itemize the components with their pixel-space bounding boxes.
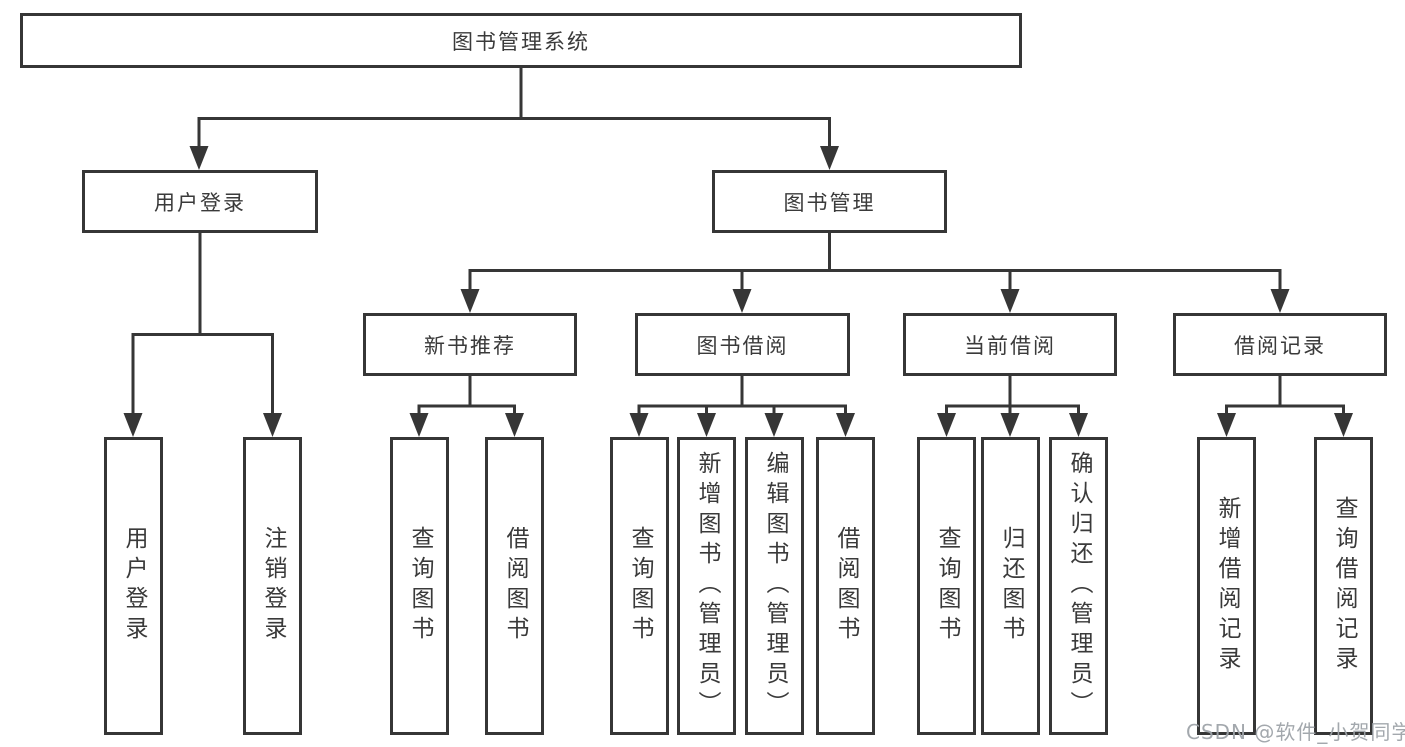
leaf-recommend-query-book: 查询图书 — [390, 437, 449, 735]
csdn-watermark: CSDN @软件_小贺同学 — [1186, 720, 1405, 744]
node-current-borrow: 当前借阅 — [903, 313, 1117, 376]
node-book-borrow-label: 图书借阅 — [696, 333, 789, 358]
node-borrow-record: 借阅记录 — [1173, 313, 1387, 376]
node-root: 图书管理系统 — [20, 13, 1022, 68]
leaf-edit-book-admin: 编辑图书（管理员） — [745, 437, 804, 735]
leaf-borrow-book: 借阅图书 — [816, 437, 875, 735]
leaf-add-borrow-record-label: 新增借阅记录 — [1214, 496, 1240, 676]
leaf-query-borrow-record: 查询借阅记录 — [1314, 437, 1373, 735]
node-book-mgmt-label: 图书管理 — [783, 190, 876, 215]
leaf-add-book-admin-label: 新增图书（管理员） — [694, 451, 720, 721]
leaf-current-query-book-label: 查询图书 — [934, 526, 960, 646]
node-user-login: 用户登录 — [82, 170, 318, 233]
leaf-recommend-borrow-book: 借阅图书 — [485, 437, 544, 735]
node-borrow-record-label: 借阅记录 — [1234, 333, 1326, 358]
node-book-mgmt: 图书管理 — [712, 170, 947, 233]
leaf-borrow-query-book: 查询图书 — [610, 437, 669, 735]
leaf-current-query-book: 查询图书 — [917, 437, 976, 735]
leaf-return-book-label: 归还图书 — [998, 526, 1024, 646]
leaf-logout: 注销登录 — [243, 437, 302, 735]
leaf-logout-label: 注销登录 — [260, 526, 286, 646]
leaf-confirm-return-admin: 确认归还（管理员） — [1049, 437, 1108, 735]
arrowhead-icons — [123, 146, 1353, 437]
leaf-borrow-query-book-label: 查询图书 — [627, 526, 653, 646]
node-new-book-recommend: 新书推荐 — [363, 313, 577, 376]
leaf-add-borrow-record: 新增借阅记录 — [1197, 437, 1256, 735]
leaf-borrow-book-label: 借阅图书 — [833, 526, 859, 646]
leaf-user-login: 用户登录 — [104, 437, 163, 735]
node-new-book-recommend-label: 新书推荐 — [424, 333, 516, 358]
leaf-recommend-query-book-label: 查询图书 — [407, 526, 433, 646]
node-book-borrow: 图书借阅 — [635, 313, 850, 376]
node-user-login-label: 用户登录 — [154, 190, 246, 215]
leaf-add-book-admin: 新增图书（管理员） — [677, 437, 736, 735]
node-current-borrow-label: 当前借阅 — [964, 333, 1056, 358]
leaf-query-borrow-record-label: 查询借阅记录 — [1331, 496, 1357, 676]
leaf-confirm-return-admin-label: 确认归还（管理员） — [1066, 451, 1092, 721]
leaf-recommend-borrow-book-label: 借阅图书 — [502, 526, 528, 646]
node-root-label: 图书管理系统 — [452, 29, 590, 54]
leaf-edit-book-admin-label: 编辑图书（管理员） — [762, 451, 788, 721]
leaf-return-book: 归还图书 — [981, 437, 1040, 735]
leaf-user-login-label: 用户登录 — [121, 526, 147, 646]
